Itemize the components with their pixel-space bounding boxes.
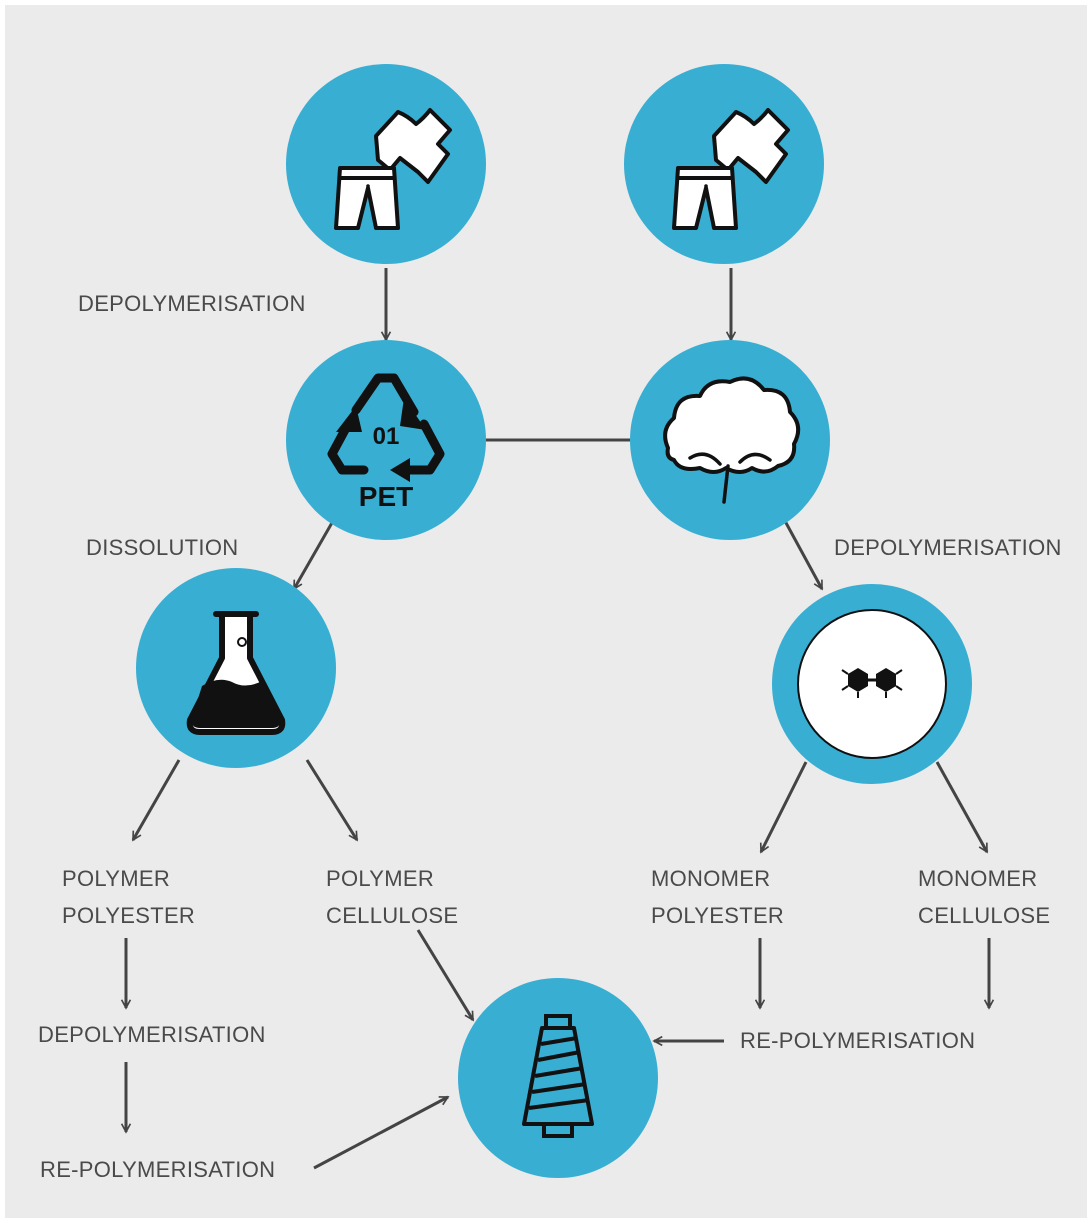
- label-monomer-cellulose-1: MONOMER: [918, 866, 1037, 891]
- label-dissolution: DISSOLUTION: [86, 535, 238, 560]
- node-pet: 01 PET: [286, 340, 486, 540]
- label-monomer-cellulose-2: CELLULOSE: [918, 903, 1050, 928]
- label-polymer-polyester-2: POLYESTER: [62, 903, 195, 928]
- arrow-pet-to-flask: [292, 520, 335, 589]
- label-polymer-polyester-1: POLYMER: [62, 866, 170, 891]
- node-molecule: [772, 584, 972, 784]
- label-monomer-polyester-1: MONOMER: [651, 866, 770, 891]
- label-depolymerisation-top: DEPOLYMERISATION: [78, 291, 306, 316]
- labels: DEPOLYMERISATION DISSOLUTION DEPOLYMERIS…: [38, 291, 1062, 1182]
- arrow-molecule-to-monomer-polyester: [759, 761, 808, 852]
- pet-recycling-icon: 01 PET: [327, 373, 445, 512]
- label-polymer-cellulose-1: POLYMER: [326, 866, 434, 891]
- clothing-icon: [672, 108, 790, 230]
- node-cotton: [630, 340, 830, 540]
- pet-code: 01: [373, 423, 400, 450]
- arrow-polymer-cellulose-to-yarn: [416, 929, 475, 1020]
- label-monomer-polyester-2: POLYESTER: [651, 903, 784, 928]
- label-repolymerisation-right: RE-POLYMERISATION: [740, 1028, 975, 1053]
- arrow-molecule-to-monomer-cellulose: [935, 761, 989, 852]
- flask-icon: [186, 611, 286, 735]
- label-depolymerisation-left: DEPOLYMERISATION: [38, 1022, 266, 1047]
- node-yarn: [458, 978, 658, 1178]
- arrow-repoly-left-to-yarn: [313, 1095, 448, 1170]
- cotton-icon: [663, 376, 801, 504]
- molecule-icon: [841, 668, 903, 698]
- pet-label: PET: [359, 481, 413, 512]
- clothing-icon: [334, 108, 452, 230]
- node-clothes-right: [624, 64, 824, 264]
- arrow-cotton-to-molecule: [783, 520, 824, 589]
- connectors: [126, 268, 989, 1170]
- label-polymer-cellulose-2: CELLULOSE: [326, 903, 458, 928]
- arrow-flask-to-polymer-polyester: [131, 759, 181, 840]
- node-clothes-left: [286, 64, 486, 264]
- node-flask: [136, 568, 336, 768]
- arrow-flask-to-polymer-cellulose: [305, 759, 359, 840]
- label-repolymerisation-left: RE-POLYMERISATION: [40, 1157, 275, 1182]
- label-depolymerisation-right: DEPOLYMERISATION: [834, 535, 1062, 560]
- yarn-spool-icon: [522, 1014, 594, 1138]
